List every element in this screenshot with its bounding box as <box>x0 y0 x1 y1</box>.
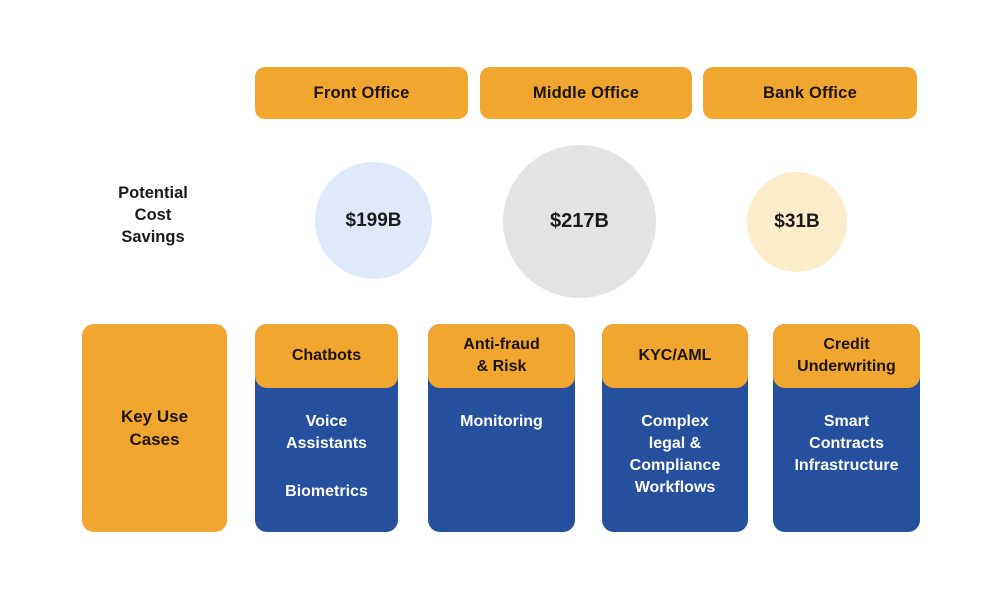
savings-value-bank: $31B <box>774 211 820 232</box>
office-header-bank-label: Bank Office <box>763 83 857 102</box>
savings-value-front: $199B <box>345 209 402 231</box>
use-case-body-kyc-aml: Complex legal & Compliance Workflows <box>602 388 748 532</box>
use-case-item: Monitoring <box>460 413 543 430</box>
use-case-item: Biometrics <box>285 483 368 500</box>
use-case-header-credit-underwriting: Credit Underwriting <box>773 324 920 388</box>
office-header-middle-label: Middle Office <box>532 83 640 102</box>
use-case-item: Complex legal & Compliance Workflows <box>629 413 721 496</box>
savings-bubble-front: $199B <box>315 162 432 279</box>
use-case-header-chatbots: Chatbots <box>255 324 398 388</box>
savings-bubble-middle: $217B <box>503 145 656 298</box>
use-case-item: Voice Assistants <box>286 413 367 452</box>
use-case-column-chatbots: Chatbots Voice Assistants Biometrics <box>255 324 398 532</box>
savings-row-label-line: Cost <box>134 206 172 224</box>
use-case-column-kyc-aml: KYC/AML Complex legal & Compliance Workf… <box>602 324 748 532</box>
office-header-front: Front Office <box>255 67 468 119</box>
savings-value-middle: $217B <box>550 210 609 232</box>
key-use-cases-label-card: Key Use Cases <box>82 324 227 532</box>
use-case-header-kyc-aml: KYC/AML <box>602 324 748 388</box>
office-header-front-label: Front Office <box>313 83 410 102</box>
savings-row-label-line: Savings <box>121 228 185 246</box>
savings-bubble-bank: $31B <box>747 172 847 272</box>
use-case-body-anti-fraud: Monitoring <box>428 388 575 532</box>
use-case-body-credit-underwriting: Smart Contracts Infrastructure <box>773 388 920 532</box>
use-case-item: Smart Contracts Infrastructure <box>794 413 899 474</box>
office-header-middle: Middle Office <box>480 67 692 119</box>
savings-row-label: Potential Cost Savings <box>85 182 221 248</box>
use-case-column-credit-underwriting: Credit Underwriting Smart Contracts Infr… <box>773 324 920 532</box>
key-use-cases-label: Key Use Cases <box>120 407 189 449</box>
savings-row-label-line: Potential <box>118 184 188 202</box>
office-header-bank: Bank Office <box>703 67 917 119</box>
use-case-column-anti-fraud: Anti-fraud & Risk Monitoring <box>428 324 575 532</box>
use-case-header-anti-fraud: Anti-fraud & Risk <box>428 324 575 388</box>
use-case-body-chatbots: Voice Assistants Biometrics <box>255 388 398 532</box>
